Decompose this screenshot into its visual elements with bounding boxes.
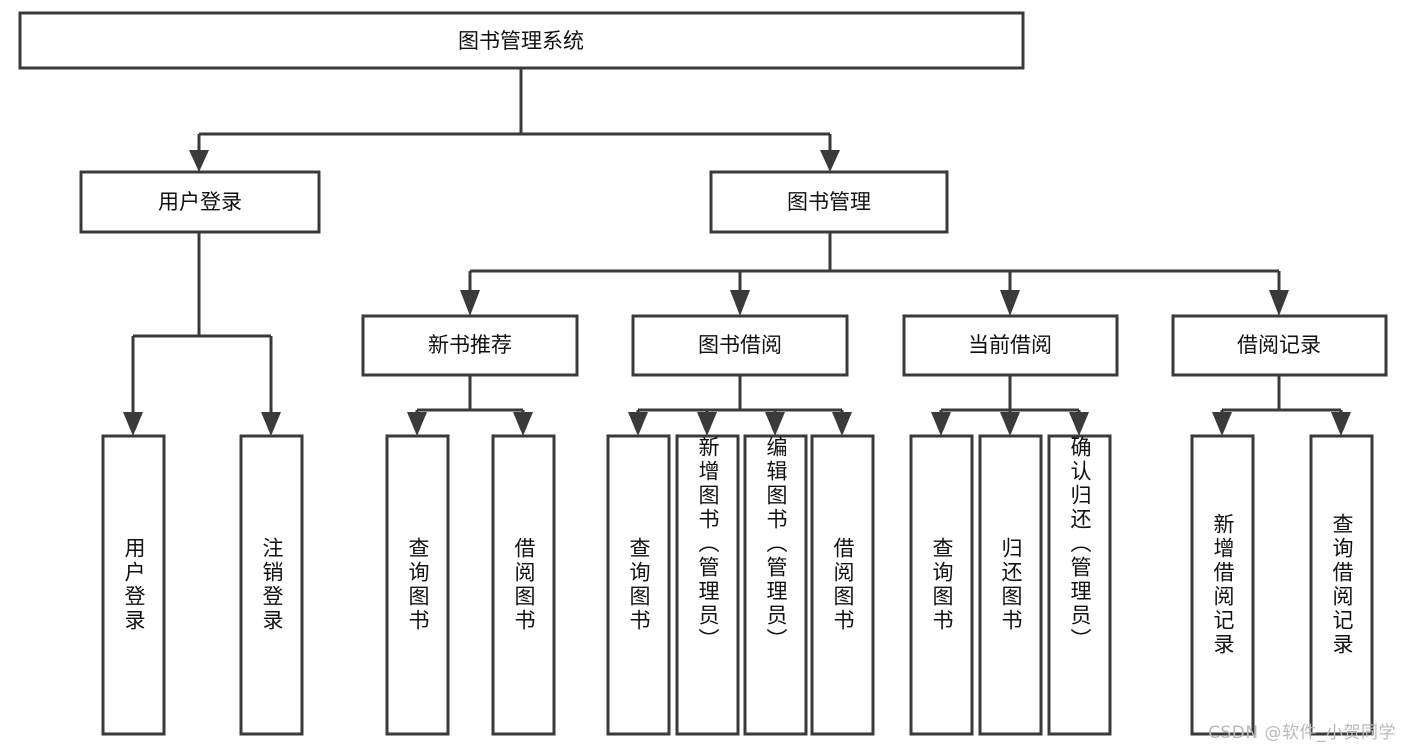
arrow-head-leaf-6 [697,412,717,436]
node-records-box[interactable] [1171,314,1388,377]
node-records-label: 借阅记录 [1237,333,1321,357]
arrow-head-current [1000,290,1020,316]
node-bookmgmt-box[interactable] [709,170,949,234]
arrow-head-newbook [460,290,480,316]
node-leaf-12-box[interactable] [1190,434,1255,736]
arrow-head-leaf-9 [931,412,951,436]
connector-layer [123,68,1351,436]
node-bookmgmt-label: 图书管理 [787,190,871,214]
node-login[interactable]: 用户登录 [79,170,321,234]
node-newbook[interactable]: 新书推荐 [361,314,579,377]
arrow-head-leaf-3 [407,412,427,436]
node-borrow[interactable]: 图书借阅 [631,314,849,377]
node-login-box[interactable] [79,170,321,234]
arrow-head-leaf-8 [832,412,852,436]
node-leaf-5-box[interactable] [606,434,671,736]
arrow-head-login [189,150,209,172]
leaf-box-layer [101,434,1374,736]
node-bookmgmt[interactable]: 图书管理 [709,170,949,234]
arrow-head-leaf-1 [123,412,143,436]
arrow-head-leaf-12 [1212,412,1232,436]
node-leaf-9-box[interactable] [909,434,974,736]
arrow-head-leaf-4 [513,412,533,436]
node-leaf-11-box[interactable] [1047,434,1112,736]
node-leaf-7-box[interactable] [743,434,808,736]
node-leaf-8-box[interactable] [810,434,875,736]
node-root-box[interactable] [18,11,1025,70]
watermark-text: CSDN @软件_小贺同学 [1208,723,1396,743]
node-current-label: 当前借阅 [968,333,1052,357]
node-leaf-10-box[interactable] [978,434,1043,736]
node-current-box[interactable] [902,314,1119,377]
arrow-head-records [1269,290,1289,316]
node-login-label: 用户登录 [158,190,242,214]
node-newbook-label: 新书推荐 [428,333,512,357]
node-root-label: 图书管理系统 [458,29,584,53]
arrow-head-bookmgmt [820,150,840,172]
arrow-head-borrow [730,290,750,316]
node-borrow-label: 图书借阅 [698,333,782,357]
arrow-head-leaf-11 [1069,412,1089,436]
node-leaf-6-box[interactable] [675,434,740,736]
node-current[interactable]: 当前借阅 [902,314,1119,377]
arrow-head-leaf-5 [628,412,648,436]
arrow-head-leaf-10 [1000,412,1020,436]
node-leaf-2-box[interactable] [239,434,304,736]
node-leaf-13-box[interactable] [1309,434,1374,736]
node-newbook-box[interactable] [361,314,579,377]
node-leaf-3-box[interactable] [385,434,450,736]
node-root[interactable]: 图书管理系统 [18,11,1025,70]
node-leaf-4-box[interactable] [491,434,556,736]
node-records[interactable]: 借阅记录 [1171,314,1388,377]
node-borrow-box[interactable] [631,314,849,377]
node-leaf-1-box[interactable] [101,434,166,736]
arrow-head-leaf-7 [765,412,785,436]
arrow-head-leaf-13 [1331,412,1351,436]
arrow-head-leaf-2 [261,412,281,436]
